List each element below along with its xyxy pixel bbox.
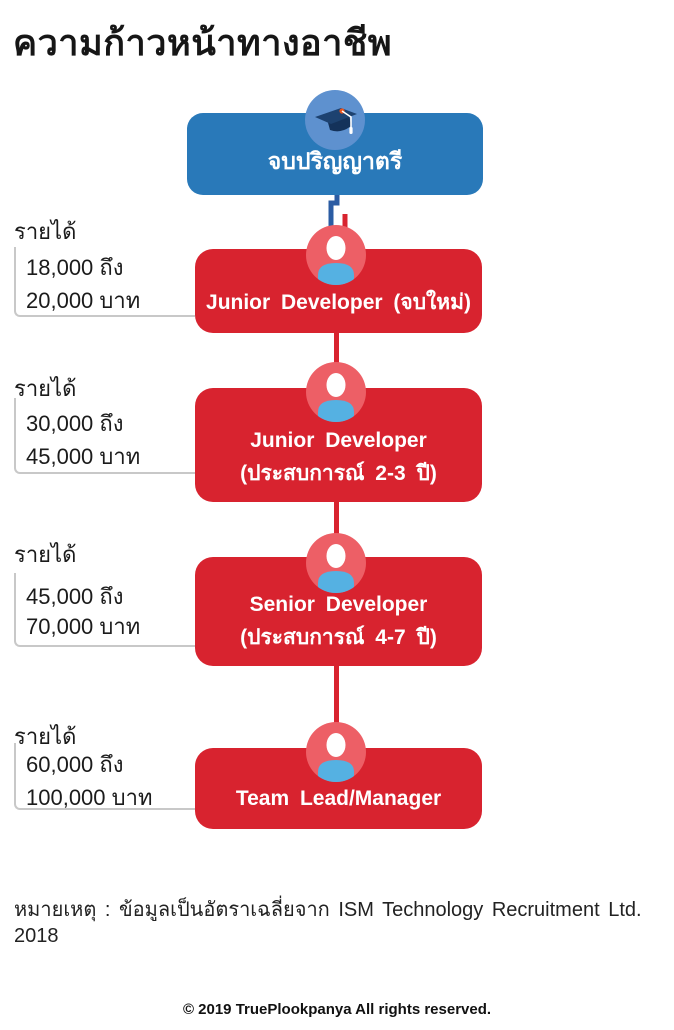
income-label: รายได้	[14, 724, 77, 749]
income-label: รายได้	[14, 219, 77, 244]
income-bracket	[14, 573, 195, 647]
person-icon	[306, 225, 366, 285]
step-title: Junior Developer (จบใหม่)	[206, 291, 471, 314]
income-from: 45,000 ถึง	[26, 584, 124, 609]
step-title: Junior Developer	[250, 429, 427, 452]
graduation-cap-icon	[305, 90, 365, 150]
income-bracket	[14, 398, 195, 474]
income-bracket	[14, 247, 195, 317]
copyright: © 2019 TruePlookpanya All rights reserve…	[182, 1001, 492, 1018]
income-from: 60,000 ถึง	[26, 752, 124, 777]
footnote: หมายเหตุ : ข้อมูลเป็นอัตราเฉลี่ยจาก ISM …	[14, 899, 642, 947]
connector-step1-step2	[334, 331, 339, 364]
connector-step3-step4	[334, 664, 339, 724]
income-label: รายได้	[14, 376, 77, 401]
connector-step2-step3	[334, 500, 339, 535]
start-node-label: จบปริญญาตรี	[267, 148, 403, 174]
income-to: 45,000 บาท	[26, 444, 141, 469]
person-icon	[306, 722, 366, 782]
page-title: ความก้าวหน้าทางอาชีพ	[13, 22, 393, 63]
step-subtitle: (ประสบการณ์ 2-3 ปี)	[240, 462, 437, 485]
income-to: 70,000 บาท	[26, 614, 141, 639]
income-from: 30,000 ถึง	[26, 411, 124, 436]
step-title: Senior Developer	[249, 593, 428, 616]
income-bracket	[14, 743, 195, 810]
person-icon	[306, 533, 366, 593]
step-title: Team Lead/Manager	[235, 787, 442, 810]
income-from: 18,000 ถึง	[26, 255, 124, 280]
step-box-junior-2-3y: Junior Developer (ประสบการณ์ 2-3 ปี)	[195, 388, 482, 502]
income-label: รายได้	[14, 542, 77, 567]
income-to: 20,000 บาท	[26, 288, 141, 313]
step-subtitle: (ประสบการณ์ 4-7 ปี)	[240, 626, 437, 649]
person-icon	[306, 362, 366, 422]
income-to: 100,000 บาท	[26, 785, 153, 810]
